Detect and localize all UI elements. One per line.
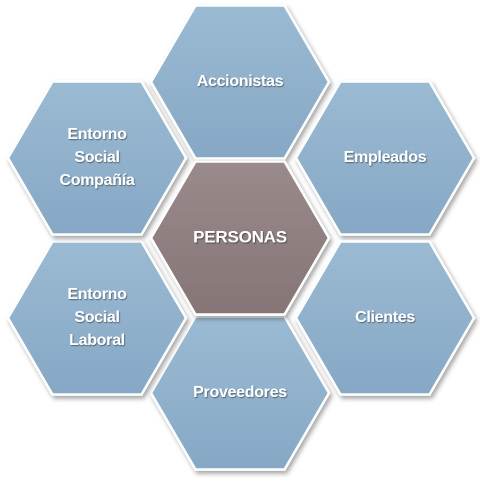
hexagon-entorno-social-compania-shape xyxy=(6,80,188,236)
hexagon-accionistas-shape xyxy=(149,4,331,160)
hexagon-entorno-social-compania-label: Social xyxy=(74,149,119,166)
hexagon-clientes: Clientes xyxy=(294,240,476,396)
hexagon-proveedores: Proveedores xyxy=(149,315,331,471)
hexagon-entorno-social-compania-label: Compañía xyxy=(60,172,135,189)
hexagon-accionistas-label: Accionistas xyxy=(197,73,284,90)
hexagon-clientes-label: Clientes xyxy=(355,309,415,326)
hexagon-entorno-social-laboral-label: Social xyxy=(74,309,119,326)
hexagon-center-personas: PERSONAS xyxy=(149,160,331,316)
hexagon-empleados: Empleados xyxy=(294,80,476,236)
hexagon-entorno-social-laboral-label: Entorno xyxy=(67,286,127,303)
hexagon-center-personas-shape xyxy=(149,160,331,316)
hexagon-accionistas: Accionistas xyxy=(149,4,331,160)
hexagon-clientes-shape xyxy=(294,240,476,396)
hexagon-proveedores-shape xyxy=(149,315,331,471)
hexagon-proveedores-label: Proveedores xyxy=(193,384,287,401)
hexagon-entorno-social-laboral-shape xyxy=(6,240,188,396)
hexagon-entorno-social-laboral-label: Laboral xyxy=(69,332,125,349)
hexagon-center-personas-label: PERSONAS xyxy=(193,227,287,246)
hexagon-empleados-shape xyxy=(294,80,476,236)
hexagon-empleados-label: Empleados xyxy=(344,149,427,166)
hexagon-entorno-social-compania-label: Entorno xyxy=(67,126,127,143)
